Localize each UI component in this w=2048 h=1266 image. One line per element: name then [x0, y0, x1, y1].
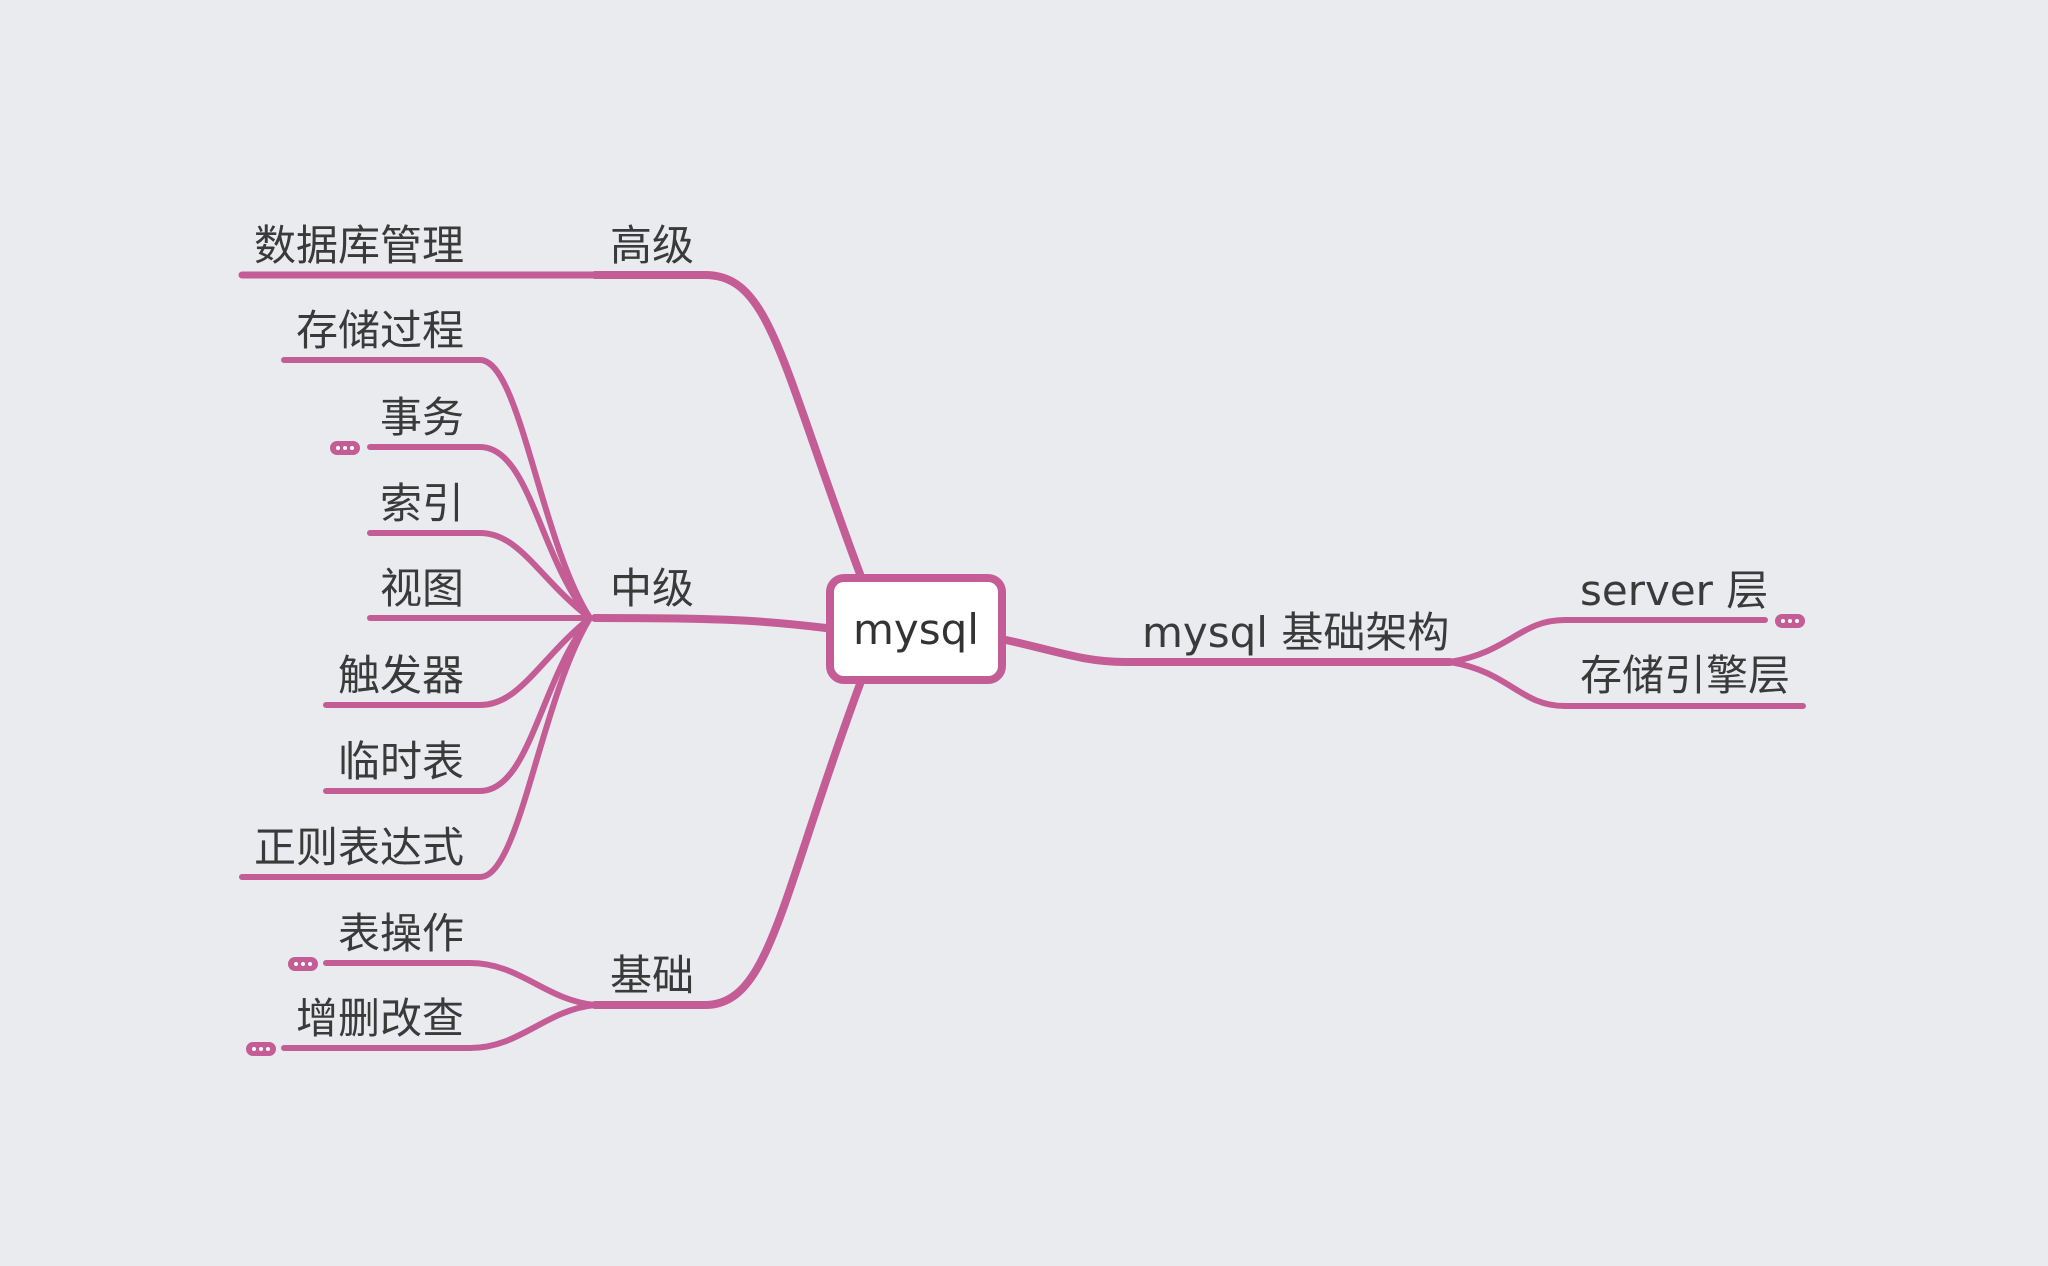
ellipsis-icon[interactable]: [330, 441, 360, 455]
connector-mid-5: [323, 615, 593, 794]
node-basic-1[interactable]: 增删改查: [295, 994, 464, 1043]
ellipsis-icon[interactable]: [288, 957, 318, 971]
connector-basic-1: [281, 1002, 598, 1051]
connector-arch-1: [1447, 659, 1806, 709]
ellipsis-icon[interactable]: [246, 1042, 276, 1056]
connector-mid-6: [239, 615, 593, 880]
connector-root-advanced: [591, 271, 864, 578]
ellipsis-icon[interactable]: [1775, 614, 1805, 628]
connector-root-basic: [591, 680, 864, 1009]
connector-arch-0: [1447, 617, 1768, 665]
connector-mid-4: [323, 615, 593, 708]
node-basic-0[interactable]: 表操作: [337, 909, 464, 958]
connector-mid-1: [367, 444, 593, 621]
connector-root-architecture: [1002, 636, 1454, 666]
node-intermediate-4[interactable]: 触发器: [337, 651, 464, 700]
root-node-label: mysql: [853, 604, 979, 654]
node-architecture-0[interactable]: server 层: [1580, 566, 1769, 615]
connector-mid-2: [367, 530, 593, 621]
node-intermediate-0[interactable]: 存储过程: [295, 306, 464, 355]
node-architecture-1[interactable]: 存储引擎层: [1580, 651, 1791, 700]
node-advanced-0[interactable]: 数据库管理: [253, 221, 464, 270]
connector-basic-0: [323, 960, 598, 1008]
branch-architecture-label[interactable]: mysql 基础架构: [1142, 608, 1450, 657]
node-intermediate-2[interactable]: 索引: [379, 479, 464, 528]
branch-intermediate-label[interactable]: 中级: [610, 564, 695, 613]
node-intermediate-6[interactable]: 正则表达式: [253, 823, 464, 872]
node-intermediate-1[interactable]: 事务: [379, 393, 464, 442]
connector-mid-0: [281, 357, 593, 621]
branch-basic-label[interactable]: 基础: [610, 951, 695, 1000]
node-intermediate-5[interactable]: 临时表: [337, 737, 464, 786]
node-intermediate-3[interactable]: 视图: [379, 564, 464, 613]
branch-advanced-label[interactable]: 高级: [610, 221, 695, 270]
root-node[interactable]: mysql: [826, 574, 1006, 684]
connector-root-intermediate: [591, 614, 830, 632]
